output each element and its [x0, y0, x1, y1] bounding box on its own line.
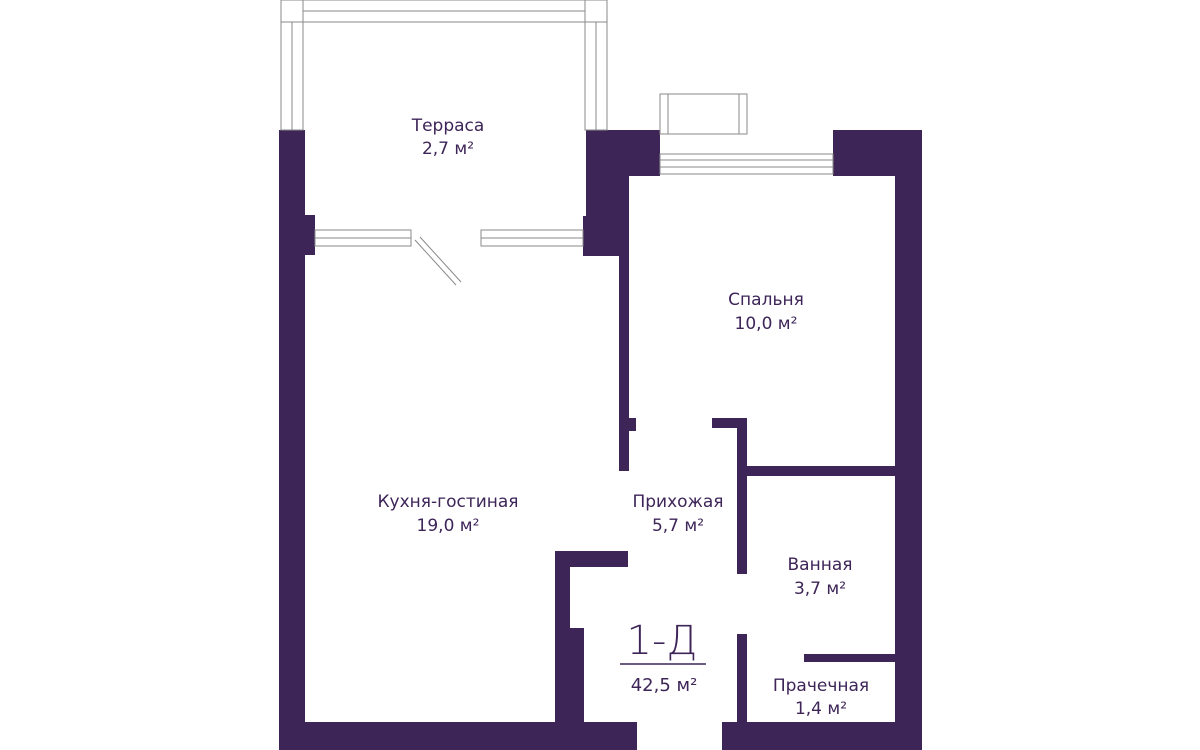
room-name-hallway: Прихожая: [632, 492, 723, 512]
bedroom-window: [659, 153, 834, 175]
unit-code: 1-Д: [627, 618, 698, 664]
window-frames: [280, 0, 834, 286]
wall-top-right-block: [833, 130, 922, 176]
wall-lower-left-step: [570, 628, 584, 750]
room-area-kitchen-living: 19,0 м²: [417, 516, 480, 536]
room-name-kitchen-living: Кухня-гостиная: [377, 492, 518, 512]
room-area-bathroom: 3,7 м²: [794, 579, 846, 599]
wall-laundry-horizontal: [804, 654, 895, 662]
room-name-terrace: Терраса: [411, 116, 485, 136]
room-area-terrace: 2,7 м²: [422, 139, 474, 159]
room-area-bedroom: 10,0 м²: [735, 314, 798, 334]
wall-laundry-vertical: [737, 634, 747, 750]
wall-partition-kitchen-bedroom: [619, 176, 629, 471]
wall-top-middle-block: [586, 130, 660, 176]
terrace-door-leaf: [414, 239, 457, 286]
unit-total-area: 42,5 м²: [631, 675, 698, 696]
walls: [279, 130, 922, 750]
wall-hall-bath-vertical: [737, 418, 747, 574]
wall-partition-stub: [629, 418, 636, 431]
room-area-hallway: 5,7 м²: [652, 516, 704, 536]
room-name-bathroom: Ванная: [788, 555, 853, 575]
wall-hall-top-stub: [712, 418, 747, 428]
wall-bedroom-bath: [747, 466, 895, 476]
wall-left-top-notch: [305, 215, 315, 255]
wall-lower-left-vertical: [555, 551, 570, 750]
room-area-laundry: 1,4 м²: [795, 699, 847, 719]
wall-lower-left-horizontal: [555, 551, 628, 567]
wall-left-exterior: [279, 130, 305, 750]
wall-right-exterior: [895, 130, 922, 750]
room-name-bedroom: Спальня: [728, 290, 804, 310]
wall-bottom-laundry: [722, 722, 922, 750]
room-name-laundry: Прачечная: [773, 676, 869, 696]
